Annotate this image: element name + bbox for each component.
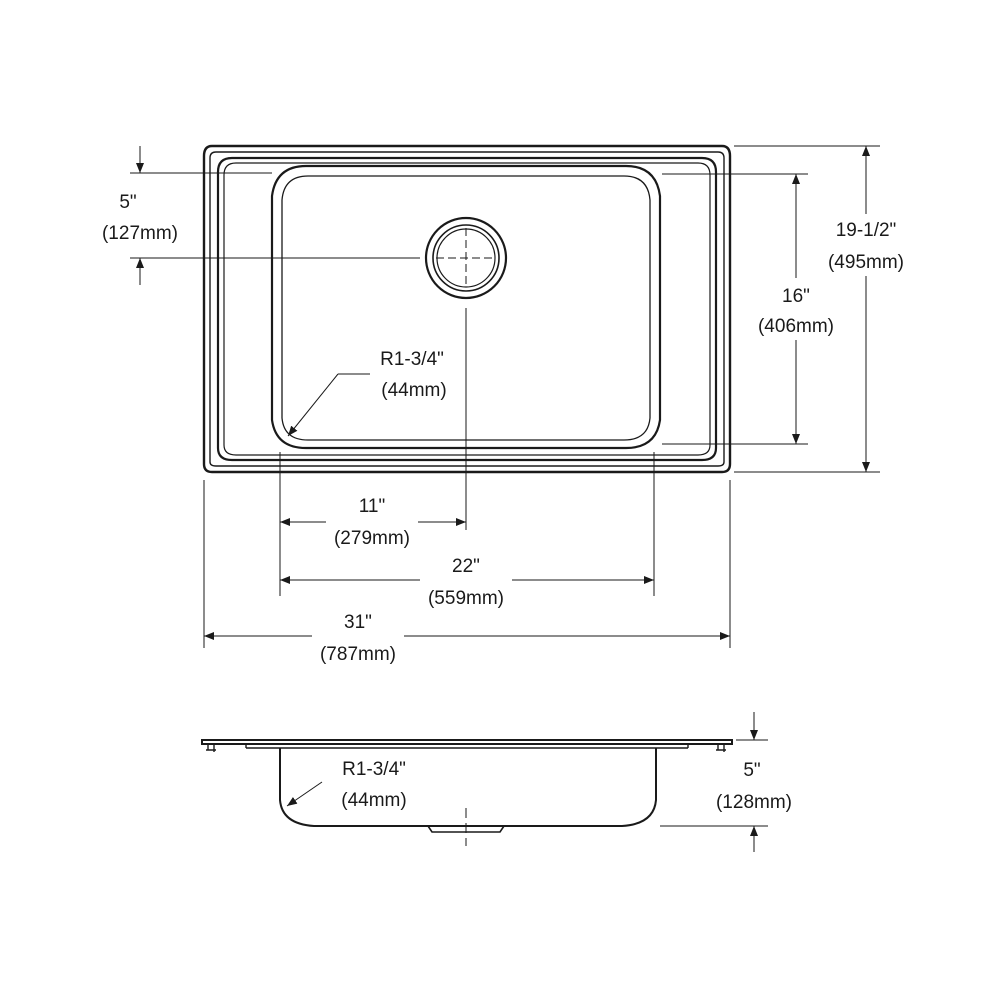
corner-radius-side-inch: R1-3/4" — [342, 759, 406, 780]
overall-width-inch: 31" — [344, 612, 372, 633]
dim-bowl-width: 22" (559mm) — [280, 452, 655, 609]
corner-radius-top-inch: R1-3/4" — [380, 349, 444, 370]
bowl-width-inch: 22" — [452, 556, 480, 577]
sink-rim-inner-edge — [209, 151, 725, 467]
drain-center-inch: 11" — [359, 496, 385, 517]
side-clip-right — [716, 744, 726, 752]
overall-depth-inch: 19-1/2" — [836, 220, 897, 241]
drain-center-mm: (279mm) — [334, 528, 410, 549]
dim-overall-width: 31" (787mm) — [203, 480, 731, 665]
side-clip-left — [206, 744, 216, 752]
side-bowl-profile — [279, 748, 657, 827]
dim-corner-radius-side: R1-3/4" (44mm) — [286, 759, 407, 811]
bowl-height-mm: (128mm) — [716, 792, 792, 813]
dim-drain-center: 11" (279mm) — [279, 308, 467, 596]
sink-outer-rim — [202, 144, 732, 474]
dim-overall-depth: 19-1/2" (495mm) — [734, 145, 904, 473]
drain-inner-circle — [432, 224, 500, 292]
drain-offset-inch: 5" — [119, 192, 136, 213]
bowl-width-mm: (559mm) — [428, 588, 504, 609]
bowl-depth-mm: (406mm) — [758, 316, 834, 337]
top-view: 5" (127mm) 19-1/2" (495mm) 16" (406mm) R… — [102, 144, 904, 665]
sink-bowl-inner — [281, 175, 651, 441]
dim-drain-offset: 5" (127mm) — [102, 146, 420, 285]
corner-radius-top-mm: (44mm) — [381, 380, 446, 401]
side-rim — [201, 739, 733, 745]
sink-deck-inner — [223, 162, 711, 456]
sink-bowl-outline — [270, 164, 662, 450]
side-view: R1-3/4" (44mm) 5" (128mm) — [201, 712, 792, 852]
dim-bowl-depth: 16" (406mm) — [662, 173, 834, 445]
corner-radius-side-mm: (44mm) — [341, 790, 406, 811]
bowl-height-inch: 5" — [743, 760, 760, 781]
bowl-depth-inch: 16" — [782, 286, 810, 307]
overall-depth-mm: (495mm) — [828, 252, 904, 273]
dim-bowl-height: 5" (128mm) — [660, 712, 792, 852]
drain-offset-mm: (127mm) — [102, 223, 178, 244]
drain-outer-circle — [424, 216, 508, 300]
dim-corner-radius-top: R1-3/4" (44mm) — [287, 349, 447, 437]
sink-deck — [216, 156, 718, 462]
overall-width-mm: (787mm) — [320, 644, 396, 665]
